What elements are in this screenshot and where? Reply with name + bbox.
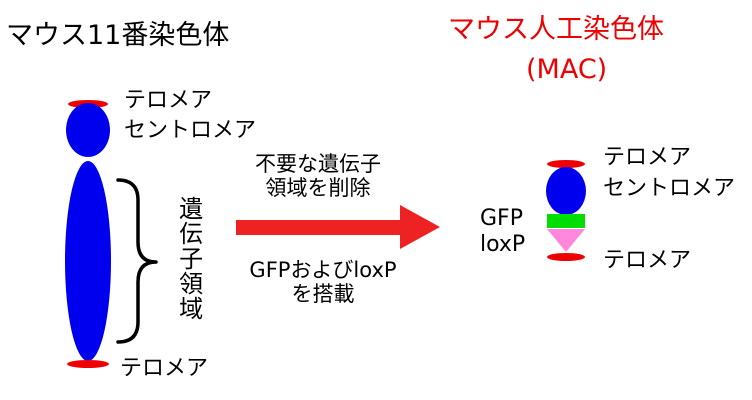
- left-label-centromere: セントロメア: [124, 118, 257, 143]
- arrow-text-top-line2: 領域を削除: [265, 176, 371, 201]
- right-label-loxp: loxP: [480, 232, 526, 257]
- right-label-gfp: GFP: [480, 206, 523, 231]
- left-label-telomere-top: テロメア: [124, 88, 213, 113]
- arrow-text-bottom-line1: GFPおよびloxP: [249, 258, 397, 282]
- left-title: マウス11番染色体: [6, 20, 230, 51]
- right-telomere-top: [547, 160, 585, 168]
- gfp-segment: [547, 214, 585, 228]
- right-label-telomere-top: テロメア: [603, 145, 692, 170]
- gene-region-brace: [116, 178, 158, 344]
- loxp-segment: [547, 229, 585, 252]
- right-label-centromere: セントロメア: [603, 176, 736, 201]
- left-centromere-head: [66, 103, 110, 157]
- right-title: マウス人工染色体: [448, 14, 664, 45]
- arrow-head: [400, 205, 440, 249]
- arrow-shaft: [236, 220, 403, 235]
- arrow-text-bottom-line2: を搭載: [291, 282, 355, 307]
- left-label-gene-region: 遺伝子領域: [174, 196, 203, 321]
- arrow-text-top-line1: 不要な遺伝子: [255, 152, 381, 176]
- right-label-telomere-bottom: テロメア: [603, 248, 692, 273]
- right-subtitle: (MAC): [526, 54, 608, 85]
- arrow-text-top: 不要な遺伝子 領域を削除: [240, 152, 396, 200]
- arrow-text-bottom: GFPおよびloxP を搭載: [228, 258, 418, 306]
- left-label-telomere-bottom: テロメア: [120, 356, 209, 381]
- right-centromere: [546, 167, 586, 215]
- right-telomere-bottom: [547, 253, 585, 261]
- left-chromosome-arm: [65, 161, 111, 361]
- left-telomere-bottom: [67, 360, 109, 368]
